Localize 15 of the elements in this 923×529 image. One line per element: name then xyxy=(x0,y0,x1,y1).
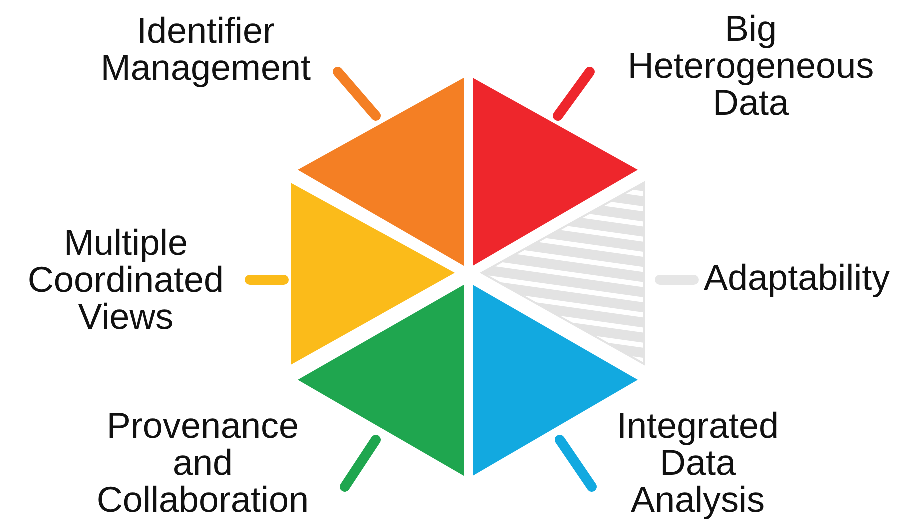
leader-line xyxy=(245,275,289,285)
hexagon-segment xyxy=(480,181,645,366)
leader-line xyxy=(553,67,595,121)
segment-label: Provenance and Collaboration xyxy=(78,407,328,518)
segment-label: Adaptability xyxy=(704,259,919,296)
hexagon-segment xyxy=(291,183,455,365)
leader-line xyxy=(340,435,381,492)
segment-label: Big Heterogeneous Data xyxy=(606,10,896,121)
hexagon-segment xyxy=(298,285,464,476)
leader-line xyxy=(555,435,597,492)
leader-line xyxy=(333,67,381,121)
segment-label: Integrated Data Analysis xyxy=(600,407,796,518)
leader-line xyxy=(655,275,699,285)
segment-label: Identifier Management xyxy=(80,12,332,86)
segment-label: Multiple Coordinated Views xyxy=(8,224,244,335)
